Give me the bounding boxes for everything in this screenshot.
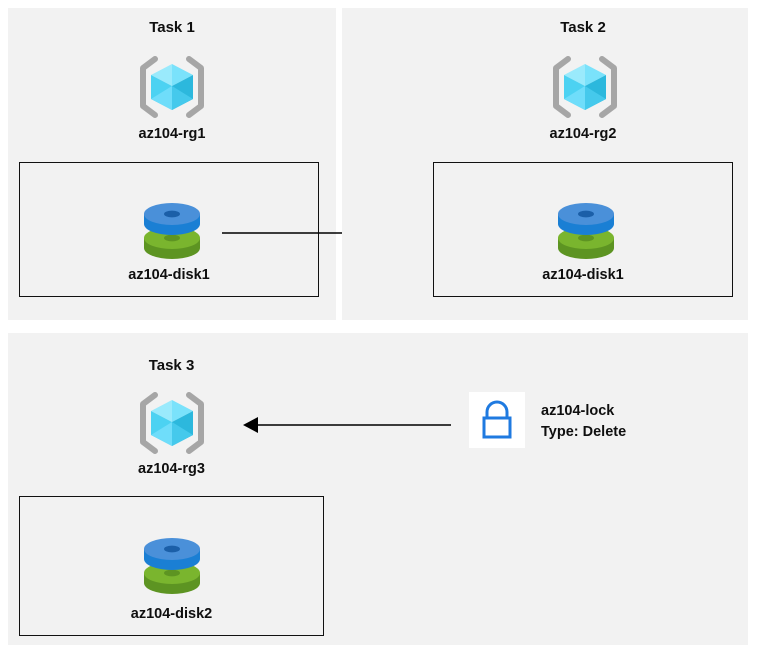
managed-disk-icon <box>558 203 614 259</box>
managed-disk-icon <box>144 203 200 259</box>
resource-group-icon <box>553 56 617 118</box>
lock-type-label: Type: Delete <box>541 424 627 440</box>
disk-3-label: az104-disk2 <box>130 606 213 622</box>
managed-disk-icon <box>144 538 200 594</box>
lock-arrow-icon <box>243 417 451 433</box>
disk-1-label: az104-disk1 <box>128 267 210 283</box>
lock-icon-container <box>469 392 525 448</box>
task-2-title: Task 2 <box>560 19 606 36</box>
lock-icon <box>482 400 512 439</box>
resource-group-1-label: az104-rg1 <box>138 126 206 142</box>
disk-2-label: az104-disk1 <box>542 267 624 283</box>
resource-group-2-label: az104-rg2 <box>549 126 617 142</box>
resource-group-3-label: az104-rg3 <box>138 461 205 477</box>
resource-group-icon <box>140 56 204 118</box>
resource-group-icon <box>140 392 204 454</box>
lock-name-label: az104-lock <box>541 403 615 419</box>
task-3-title: Task 3 <box>148 357 195 374</box>
task-1-title: Task 1 <box>149 19 195 36</box>
